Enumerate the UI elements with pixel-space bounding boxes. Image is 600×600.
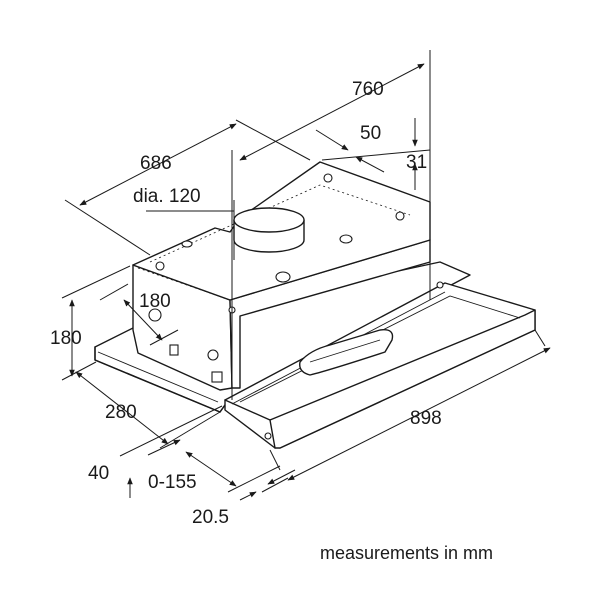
screw-icon — [264, 432, 272, 440]
mounting-hole — [207, 349, 219, 361]
label-898: 898 — [410, 408, 442, 429]
duct-collar — [233, 207, 305, 253]
body-side-left — [132, 264, 233, 391]
vent-hole — [181, 240, 193, 248]
label-31: 31 — [406, 152, 428, 173]
vent-hole — [275, 271, 291, 283]
dimension-686 — [64, 119, 311, 256]
label-0-155: 0-155 — [148, 472, 197, 493]
label-760: 760 — [352, 79, 384, 100]
dimension-180-inner — [99, 283, 179, 346]
dimension-extension — [127, 451, 281, 498]
screw-icon — [155, 261, 165, 271]
label-duct-diameter: dia. 120 — [133, 186, 201, 207]
label-280: 280 — [105, 402, 137, 423]
label-686: 686 — [140, 153, 172, 174]
screw-icon — [436, 281, 444, 289]
vent-hole — [339, 234, 353, 244]
dimension-20-5 — [239, 469, 296, 501]
label-20-5: 20.5 — [192, 507, 229, 528]
units-note: measurements in mm — [320, 543, 494, 563]
label-180-height: 180 — [50, 328, 82, 349]
screw-icon — [323, 173, 333, 183]
label-50: 50 — [360, 123, 382, 144]
label-180-inner: 180 — [139, 291, 171, 312]
dimension-280 — [75, 371, 221, 449]
screw-icon — [395, 211, 405, 221]
label-40: 40 — [88, 463, 110, 484]
dimension-50 — [315, 129, 385, 173]
dimension-duct-diameter — [146, 200, 235, 260]
dimension-31 — [321, 118, 431, 190]
dimension-40 — [119, 405, 223, 457]
plug-icon — [211, 371, 223, 383]
dimension-180-height — [61, 265, 131, 381]
dimension-898 — [269, 329, 551, 481]
switch-icon — [169, 344, 179, 356]
